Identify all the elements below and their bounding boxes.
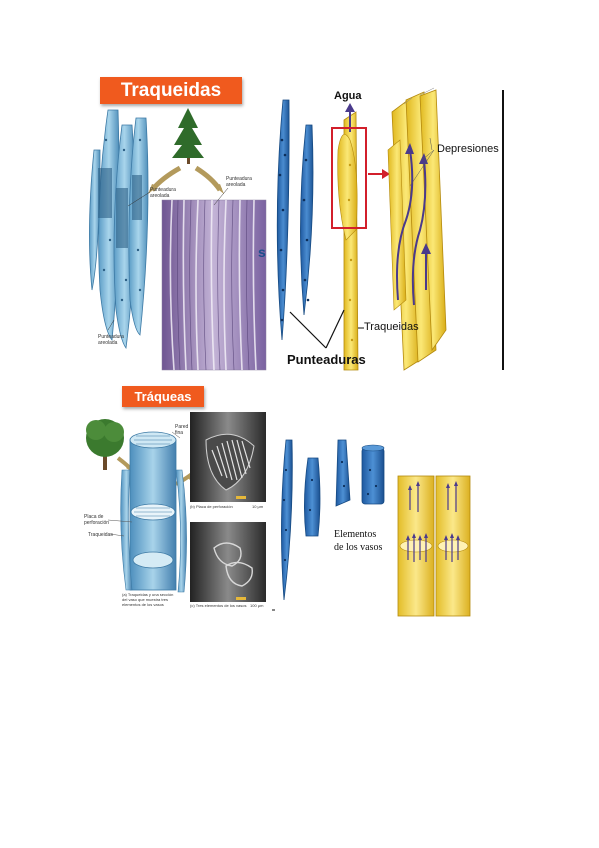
scale-c: 100 μm — [250, 603, 264, 608]
traqueidas-banner-text: Traqueidas — [120, 79, 222, 101]
traqueas-banner-text: Tráqueas — [134, 389, 192, 404]
traqueas-banner: Tráqueas — [122, 386, 204, 407]
pit-label-right: Punteadura areolada — [226, 176, 252, 188]
thin-wall-label: Pared fina — [175, 424, 189, 436]
perforation-plate-label: Placa de perforación — [84, 514, 110, 526]
tracheid-small-label: Traqueidas — [88, 532, 113, 538]
depressions-label: Depresiones — [437, 143, 499, 155]
side-letter: s — [258, 244, 266, 260]
pit-label-left: Punteadura areolada — [150, 187, 176, 199]
vessel-elements-label: Elementos de los vasos — [334, 529, 383, 553]
caption-b: (b) Placa de perforación — [190, 504, 233, 509]
tracheids-label: Traqueidas — [364, 321, 419, 333]
water-label: Agua — [334, 90, 362, 102]
highlight-box — [331, 127, 367, 229]
pits-label: Punteaduras — [287, 352, 366, 367]
scale-b: 10 μm — [252, 504, 264, 509]
caption-c: (c) Tres elementos de los vasos — [190, 603, 247, 608]
caption-a: (a) Traqueidas y una sección del vaso qu… — [122, 592, 174, 607]
pit-label-bottom: Punteadura areolada — [98, 334, 124, 346]
traqueidas-banner: Traqueidas — [100, 77, 242, 104]
